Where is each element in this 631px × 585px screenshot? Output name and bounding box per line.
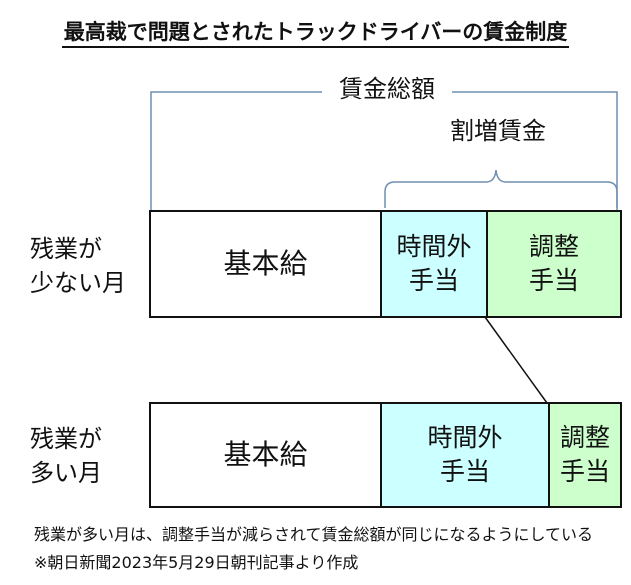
- adjustment-allowance-cell: 調整 手当: [486, 212, 620, 316]
- base-pay-cell: 基本給: [151, 404, 380, 506]
- base-pay-cell: 基本給: [151, 212, 380, 316]
- adjustment-allowance-cell: 調整 手当: [548, 404, 620, 506]
- adjustment-connector: [484, 316, 548, 404]
- source-note: ※朝日新聞2023年5月29日朝刊記事より作成: [34, 553, 359, 572]
- row-label-much-overtime: 残業が 多い月: [30, 425, 102, 487]
- explanation-note: 残業が多い月は、調整手当が減らされて賃金総額が同じになるようにしている: [34, 525, 594, 544]
- premium-wage-label: 割増賃金: [428, 114, 568, 148]
- overtime-allowance-cell: 時間外 手当: [380, 212, 486, 316]
- diagram-title: 最高裁で問題とされたトラックドライバーの賃金制度: [0, 12, 631, 52]
- diagram-title-text: 最高裁で問題とされたトラックドライバーの賃金制度: [61, 20, 570, 48]
- total-wage-bracket: [150, 91, 322, 210]
- total-wage-label: 賃金総額: [322, 72, 452, 106]
- total-wage-bracket-right: [452, 91, 618, 210]
- wage-bar-few-overtime: 基本給 時間外 手当 調整 手当: [149, 210, 622, 318]
- row-label-few-overtime: 残業が 少ない月: [30, 235, 126, 297]
- premium-wage-brace: [384, 169, 618, 208]
- wage-bar-much-overtime: 基本給 時間外 手当 調整 手当: [149, 402, 622, 508]
- overtime-allowance-cell: 時間外 手当: [380, 404, 548, 506]
